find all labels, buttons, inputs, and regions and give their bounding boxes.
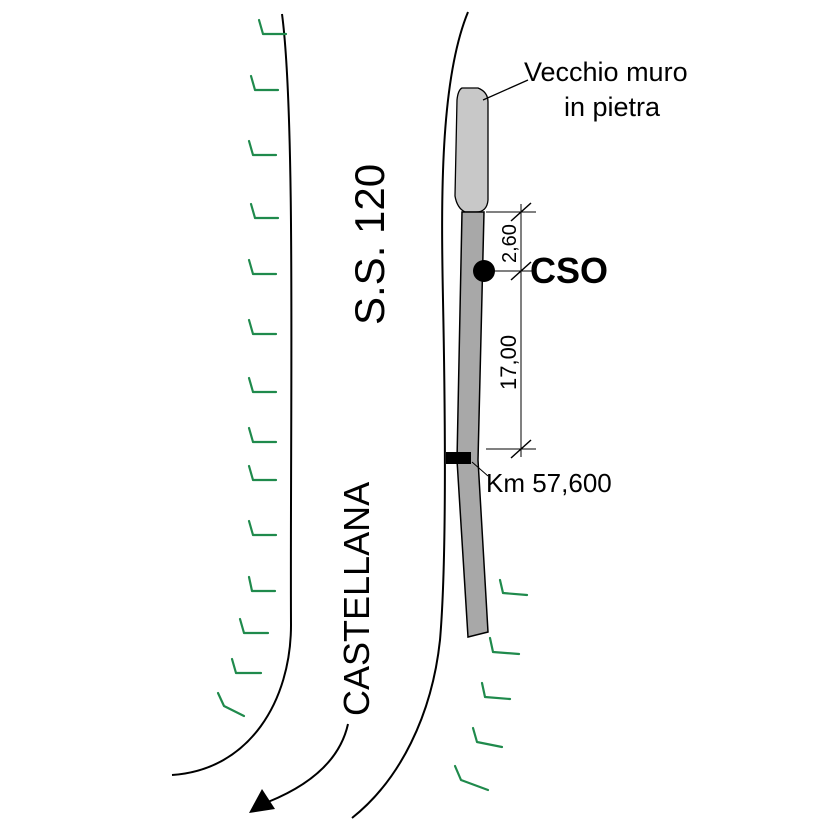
grass-symbol: [247, 426, 278, 444]
grass-symbol: [247, 258, 278, 276]
grass-symbol: [257, 18, 288, 36]
cso-station-point: [473, 260, 495, 282]
milestone-leader-line: [471, 461, 489, 477]
grass-symbol: [453, 764, 490, 792]
cso-label: CSO: [530, 250, 608, 291]
grass-symbol: [480, 681, 512, 701]
milestone-marker: [446, 452, 471, 464]
dimension-upper-label: 2,60: [499, 224, 521, 263]
grass-symbol: [488, 636, 521, 656]
grass-symbol: [471, 726, 504, 749]
grass-symbols: [216, 18, 529, 792]
grass-symbol: [247, 575, 277, 593]
direction-arrow-head: [249, 789, 275, 813]
grass-symbol: [249, 74, 280, 92]
road-left-edge: [171, 13, 293, 776]
grass-symbol: [238, 617, 270, 635]
road-name-label: S.S. 120: [346, 164, 393, 325]
grass-symbol: [498, 578, 529, 597]
road-right-edge: [351, 11, 469, 819]
wall-label-line2: in pietra: [564, 92, 661, 122]
dimension-lower-label: 17,00: [496, 335, 521, 390]
wall-leader-line: [482, 79, 529, 101]
grass-symbol: [247, 318, 278, 336]
dimension-line: [486, 202, 536, 459]
wall-label-line1: Vecchio muro: [524, 57, 688, 87]
direction-label: CASTELLANA: [336, 482, 377, 716]
grass-symbol: [216, 691, 246, 718]
old-stone-wall: [454, 87, 489, 213]
grass-symbol: [247, 464, 278, 482]
direction-arrow-line: [267, 723, 349, 803]
grass-symbol: [249, 202, 280, 220]
grass-symbol: [247, 376, 278, 394]
grass-symbol: [230, 657, 263, 675]
milestone-label: Km 57,600: [486, 468, 612, 498]
grass-symbol: [247, 139, 278, 157]
grass-symbol: [247, 519, 278, 537]
